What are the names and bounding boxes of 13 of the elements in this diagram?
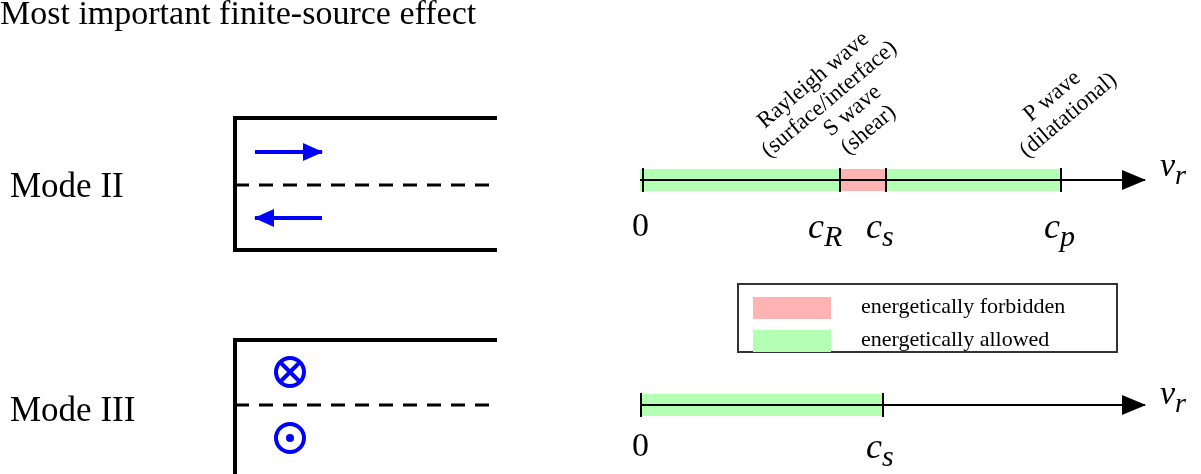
tick-label: c$_{s}$ [866, 428, 894, 472]
mode-label: Mode III [10, 392, 136, 427]
legend-text: energetically allowed [861, 328, 1050, 350]
legend-text: energetically forbidden [861, 295, 1066, 317]
tick-label: c$_{p}$ [1044, 208, 1075, 252]
tick-label: 0 [632, 208, 649, 242]
tick-label: c$_{s}$ [866, 208, 894, 252]
tick-label: 0 [632, 428, 649, 462]
title: Most important finite-source effect [0, 0, 477, 30]
tick-label: c$_{R}$ [808, 208, 843, 252]
mode-label: Mode II [10, 168, 124, 203]
axis-label: v$_{r}$ [1160, 148, 1187, 190]
axis-label: v$_{r}$ [1160, 376, 1187, 418]
